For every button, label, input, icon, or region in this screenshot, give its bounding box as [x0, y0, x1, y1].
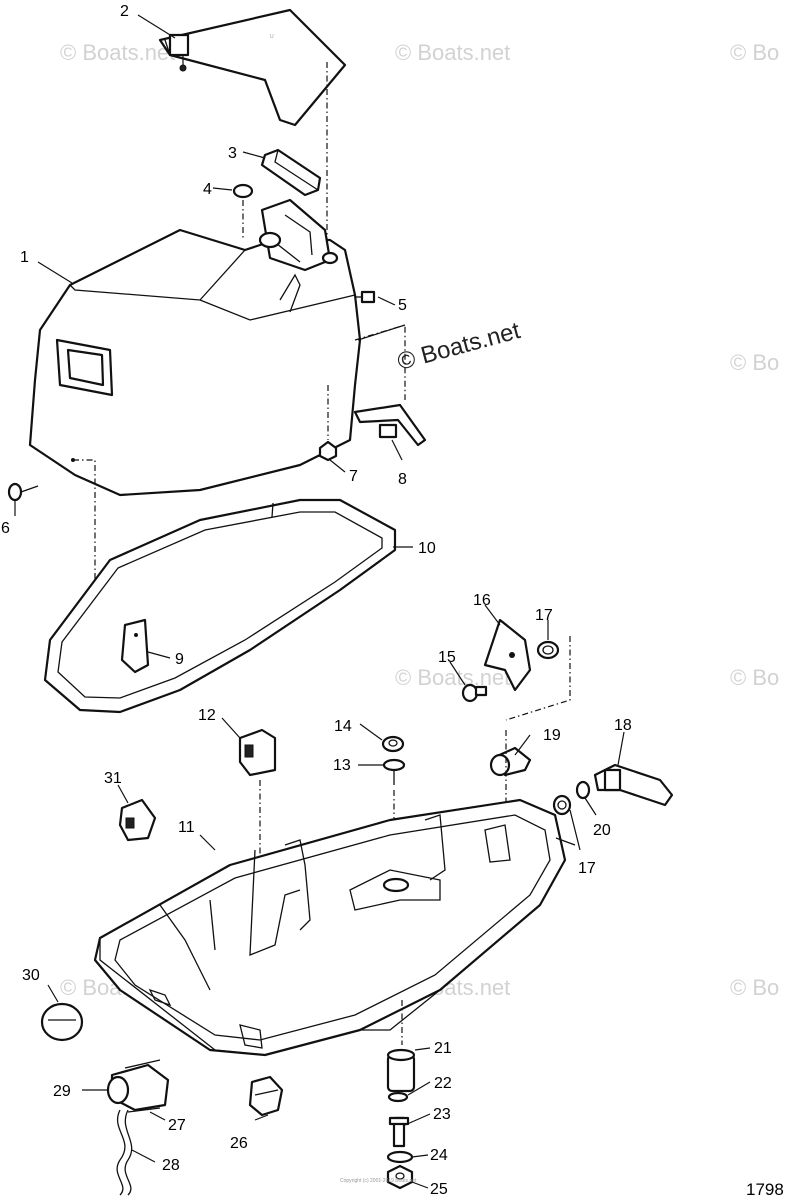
callout-28: 28 — [162, 1157, 180, 1174]
part-top-cover: U — [158, 8, 347, 127]
part-shift-lever — [593, 763, 674, 807]
watermark-text: © Bo — [730, 665, 779, 690]
callout-1: 1 — [20, 249, 29, 266]
part-lower-pan — [93, 798, 576, 1057]
callout-11: 11 — [178, 819, 195, 836]
callout-22: 22 — [434, 1075, 452, 1092]
part-seal-strip — [260, 148, 322, 197]
callout-23: 23 — [433, 1106, 451, 1123]
callout-16: 16 — [473, 592, 491, 609]
watermark-text: © Bo — [730, 975, 779, 1000]
callout-21: 21 — [434, 1040, 452, 1057]
part-washer-bolt — [382, 758, 406, 785]
callout-18: 18 — [614, 717, 632, 734]
diagram-reference-number: 1798 — [746, 1180, 784, 1199]
callout-13: 13 — [333, 757, 351, 774]
alignment-line — [354, 324, 406, 400]
callout-19: 19 — [543, 727, 561, 744]
part-washer — [386, 1150, 414, 1164]
part-washer — [387, 1091, 409, 1103]
part-washer — [575, 780, 591, 800]
callout-9: 9 — [175, 651, 184, 668]
callout-5: 5 — [398, 297, 407, 314]
part-nut — [386, 1164, 414, 1190]
callout-17: 17 — [578, 860, 596, 877]
part-bolt — [388, 1116, 410, 1148]
part-mount — [386, 1048, 416, 1093]
watermark-text-dark: © Boats.net — [395, 317, 524, 376]
callout-3: 3 — [228, 145, 237, 162]
part-lever-bracket — [483, 618, 532, 692]
callout-29: 29 — [53, 1083, 71, 1100]
watermark-text: © Boats.net — [395, 665, 510, 690]
part-knob — [232, 183, 254, 238]
callout-12: 12 — [198, 707, 216, 724]
part-nut — [318, 440, 338, 462]
copyright-note: Copyright (c) 2001-2019 Boats.net — [340, 1178, 417, 1184]
callout-labels: 2 3 4 1 5 7 8 6 10 16 17 9 15 12 14 18 1… — [1, 3, 632, 1198]
part-nut — [381, 735, 405, 753]
svg-text:U: U — [270, 34, 274, 40]
callout-2: 2 — [120, 3, 129, 20]
callout-26: 26 — [230, 1135, 248, 1152]
callout-8: 8 — [398, 471, 407, 488]
part-retainer — [118, 798, 157, 842]
callout-4: 4 — [203, 181, 212, 198]
part-screw — [7, 482, 39, 502]
part-plug — [40, 1002, 84, 1042]
callout-30: 30 — [22, 967, 40, 984]
part-clip — [120, 618, 150, 674]
callout-20: 20 — [593, 822, 611, 839]
part-screw — [461, 683, 488, 703]
part-bracket — [353, 403, 427, 447]
watermark-text: © Boats.net — [60, 40, 175, 65]
callout-10: 10 — [418, 540, 436, 557]
part-grommet — [536, 640, 560, 660]
part-screw — [356, 290, 376, 304]
callout-27: 27 — [168, 1117, 186, 1134]
part-seal-ring — [43, 498, 397, 714]
part-block — [238, 728, 277, 777]
callout-14: 14 — [334, 718, 352, 735]
part-cap — [248, 1075, 284, 1117]
watermark-text: © Bo — [730, 350, 779, 375]
callout-24: 24 — [430, 1147, 448, 1164]
part-cam — [489, 746, 532, 777]
alignment-line — [505, 636, 571, 721]
callout-15: 15 — [438, 649, 456, 666]
watermark-text: © Boats.net — [395, 40, 510, 65]
callout-6: 6 — [1, 520, 10, 537]
part-cable-grommet — [106, 1059, 170, 1196]
callout-7: 7 — [349, 468, 358, 485]
callout-25: 25 — [430, 1181, 448, 1198]
part-grommet — [552, 794, 572, 816]
part-cowl — [28, 198, 362, 497]
leader-lines — [14, 14, 625, 1189]
callout-17: 17 — [535, 607, 553, 624]
callout-31: 31 — [104, 770, 122, 787]
watermark-text: © Bo — [730, 40, 779, 65]
